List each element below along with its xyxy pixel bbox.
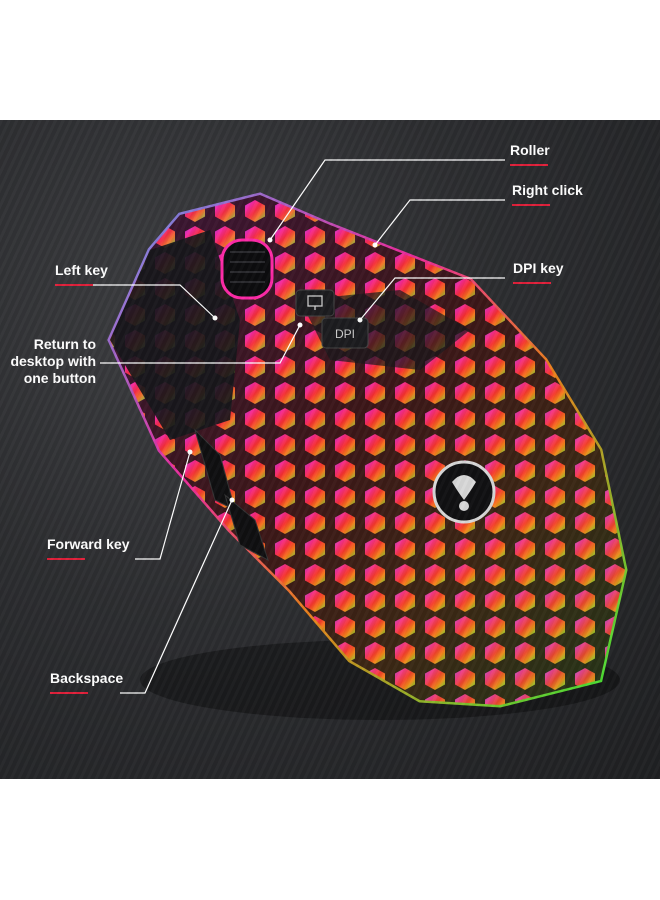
left-panel [110,230,240,440]
return-desktop-line-3: one button [23,370,96,386]
backspace-label: Backspace [50,670,124,686]
desktop-button [295,289,335,317]
dpi-key-underline [513,282,551,284]
dpi-key-label: DPI key [513,260,564,276]
roller-label: Roller [510,142,550,158]
right-click-label: Right click [512,182,583,198]
return-desktop-line-1: Return to [33,336,96,352]
scorpion-logo-icon [432,460,496,524]
return-desktop-label: Return to desktop with one button [10,336,96,387]
callout-dots [187,237,378,503]
right-button-panel [300,290,470,370]
dpi-icon: DPI [335,327,355,341]
back-side-button [224,493,269,562]
monitor-icon [307,295,323,310]
callout-lines [55,159,505,694]
left-key-underline [55,284,93,286]
product-photo: DPI [0,120,660,779]
gaming-mouse-illustration: DPI [55,159,628,720]
dpi-button: DPI [321,317,369,349]
return-desktop-line-2: desktop with [10,353,96,369]
forward-key-label: Forward key [47,536,130,552]
left-key-label: Left key [55,262,108,278]
scroll-wheel [220,238,274,300]
right-click-underline [512,204,550,206]
roller-underline [510,164,548,166]
scroll-wheel-ridges [230,251,265,283]
backspace-underline [50,692,88,694]
forward-key-underline [47,558,85,560]
